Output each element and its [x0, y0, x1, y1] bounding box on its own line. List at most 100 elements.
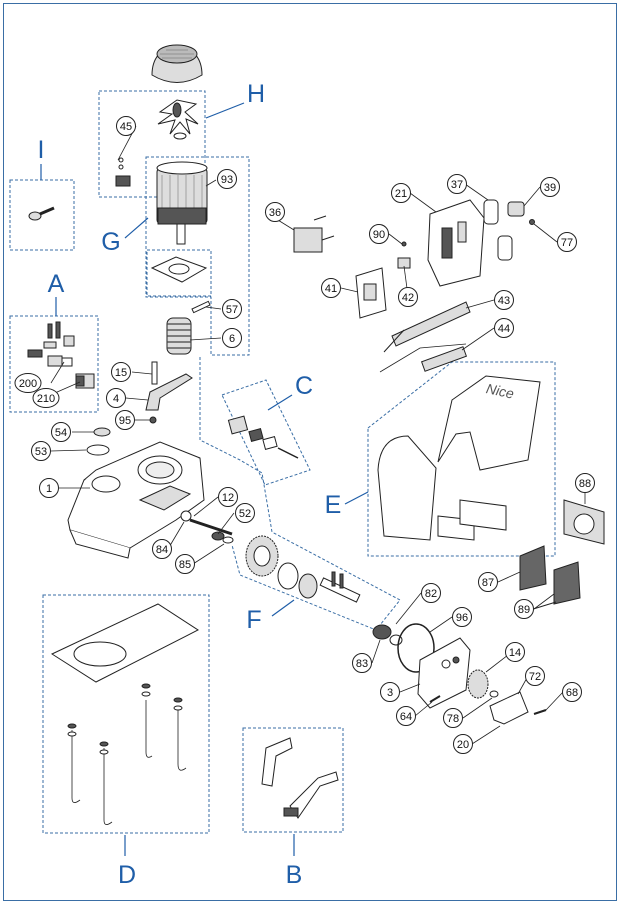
callout-53: 53 [31, 441, 51, 461]
group-f-box [199, 357, 401, 631]
svg-text:88: 88 [579, 478, 591, 490]
side-cover [377, 435, 437, 541]
part-38-capacitor [497, 235, 513, 261]
part-36-transformer [293, 215, 335, 253]
svg-text:87: 87 [482, 577, 494, 589]
callout-20: 20 [453, 734, 473, 754]
svg-text:93: 93 [221, 174, 233, 186]
group-label-g: G [101, 228, 120, 256]
callout-21: 21 [391, 183, 411, 203]
callout-64: 64 [396, 706, 416, 726]
svg-text:96: 96 [456, 612, 468, 624]
callout-95: 95 [115, 410, 135, 430]
group-label-h: H [247, 80, 265, 108]
anchor-bolts [67, 683, 187, 825]
callout-200: 200 [14, 373, 42, 393]
group-label-a: A [48, 270, 65, 298]
svg-text:45: 45 [120, 121, 132, 133]
callout-83: 83 [352, 653, 372, 673]
callout-12: 12 [218, 487, 238, 507]
svg-text:43: 43 [498, 295, 510, 307]
callout-1: 1 [39, 478, 59, 498]
callout-45: 45 [116, 116, 136, 136]
cover-logo: Nice [485, 380, 516, 402]
part-21-control-board [427, 199, 485, 287]
svg-text:6: 6 [229, 333, 235, 345]
callout-57: 57 [222, 299, 242, 319]
callout-87: 87 [478, 572, 498, 592]
part-44-cable [379, 343, 468, 373]
svg-text:84: 84 [156, 544, 168, 556]
svg-text:78: 78 [447, 713, 459, 725]
part-14-gear [467, 669, 489, 699]
svg-text:77: 77 [561, 237, 573, 249]
part-87-vent-grille [519, 545, 547, 591]
part-90-part-42-cable-gland [397, 241, 411, 269]
group-label-f: F [246, 606, 261, 634]
callout-54: 54 [51, 422, 71, 442]
callout-4: 4 [106, 388, 126, 408]
group-letters: H I G A C E F D B [38, 80, 342, 889]
svg-text:36: 36 [269, 207, 281, 219]
callout-96: 96 [452, 607, 472, 627]
group-i-box [9, 179, 75, 251]
group-g-box [145, 156, 250, 356]
svg-text:82: 82 [425, 588, 437, 600]
part-96-o-ring [397, 623, 435, 673]
callout-52: 52 [235, 503, 255, 523]
part-64-screw [429, 695, 441, 703]
svg-text:54: 54 [55, 427, 67, 439]
callout-77: 77 [557, 232, 577, 252]
callout-43: 43 [494, 290, 514, 310]
part-43-limit-switch-bar [383, 301, 471, 353]
callout-72: 72 [525, 666, 545, 686]
callout-210: 210 [32, 388, 60, 408]
top-cover: Nice [437, 375, 541, 471]
part-57-key [191, 300, 211, 314]
callout-89: 89 [514, 599, 534, 619]
svg-text:41: 41 [325, 283, 337, 295]
part-39-fuse-holder [507, 201, 525, 217]
svg-text:39: 39 [544, 182, 556, 194]
group-a-parts [27, 321, 95, 389]
svg-text:89: 89 [518, 604, 530, 616]
drawing-frame [3, 3, 617, 901]
part-20-cover [489, 691, 529, 725]
part-78-washer [489, 690, 499, 698]
group-b-box [242, 727, 344, 833]
svg-text:4: 4 [113, 393, 119, 405]
svg-text:42: 42 [402, 292, 414, 304]
svg-text:1: 1 [46, 483, 52, 495]
group-a-box [9, 315, 99, 413]
gasket-box [146, 249, 212, 297]
callout-82: 82 [421, 583, 441, 603]
part-83-bearing [372, 624, 403, 646]
gearmotor-housing [67, 441, 205, 559]
part-89-vent-grille [529, 561, 581, 611]
base-plate [50, 603, 199, 683]
release-handles [261, 737, 339, 819]
svg-text:85: 85 [179, 559, 191, 571]
group-label-i: I [38, 136, 45, 164]
part-53-seal [86, 444, 110, 456]
part-77-screw [529, 219, 535, 225]
group-e-box [367, 361, 556, 557]
callout-37: 37 [447, 174, 467, 194]
group-label-c: C [295, 372, 313, 400]
part-88-fan-housing [563, 499, 605, 545]
callout-14: 14 [505, 642, 525, 662]
group-label-e: E [325, 491, 342, 519]
callout-41: 41 [321, 278, 341, 298]
cooling-fan [157, 99, 199, 140]
fan-grille-cover [151, 44, 203, 83]
svg-text:64: 64 [400, 711, 412, 723]
callout-15: 15 [111, 362, 131, 382]
svg-text:12: 12 [222, 492, 234, 504]
callout-6: 6 [222, 328, 242, 348]
part-45-sensor-bracket [115, 157, 131, 187]
callout-93: 93 [217, 169, 237, 189]
part-3-flange [417, 637, 471, 709]
pinion-gear [245, 535, 361, 603]
callout-88: 88 [575, 473, 595, 493]
